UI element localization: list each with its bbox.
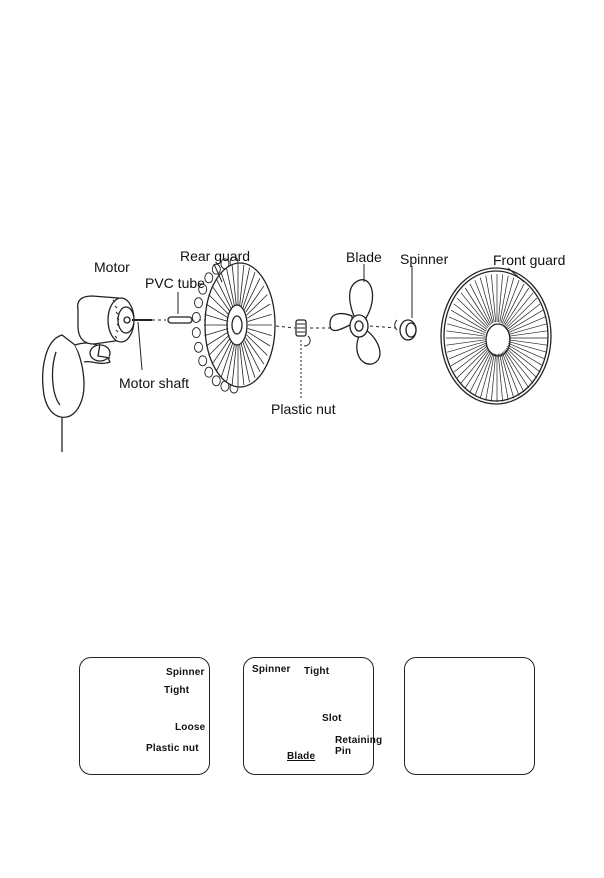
label-front-guard: Front guard <box>493 253 565 267</box>
step-2-pin-label: Pin <box>335 747 351 757</box>
blade-part <box>330 280 380 364</box>
step-1-spinner-label: Spinner <box>166 668 205 678</box>
plastic-nut <box>296 320 310 346</box>
label-motor: Motor <box>94 260 130 274</box>
motor-shaft-pointer <box>138 322 142 370</box>
label-pvc-tube: PVC tube <box>145 276 205 290</box>
step-1-plastic-nut-label: Plastic nut <box>146 744 199 754</box>
step-1-loose-label: Loose <box>175 723 205 733</box>
label-motor-shaft: Motor shaft <box>119 376 189 390</box>
label-rear-guard: Rear guard <box>180 249 250 263</box>
step-2-retaining-label: Retaining <box>335 736 382 746</box>
label-spinner: Spinner <box>400 252 448 266</box>
step-2-spinner-label: Spinner <box>252 665 291 675</box>
step-2-slot-label: Slot <box>322 714 342 724</box>
pvc-tube <box>168 317 192 323</box>
spinner-part <box>395 320 416 340</box>
step-1-tight-label: Tight <box>164 686 189 696</box>
label-blade: Blade <box>346 250 382 264</box>
front-guard <box>441 268 551 404</box>
step-panel-3 <box>404 657 535 775</box>
label-plastic-nut: Plastic nut <box>271 402 336 416</box>
step-2-tight-label: Tight <box>304 667 329 677</box>
step-2-blade-label: Blade <box>287 752 315 762</box>
